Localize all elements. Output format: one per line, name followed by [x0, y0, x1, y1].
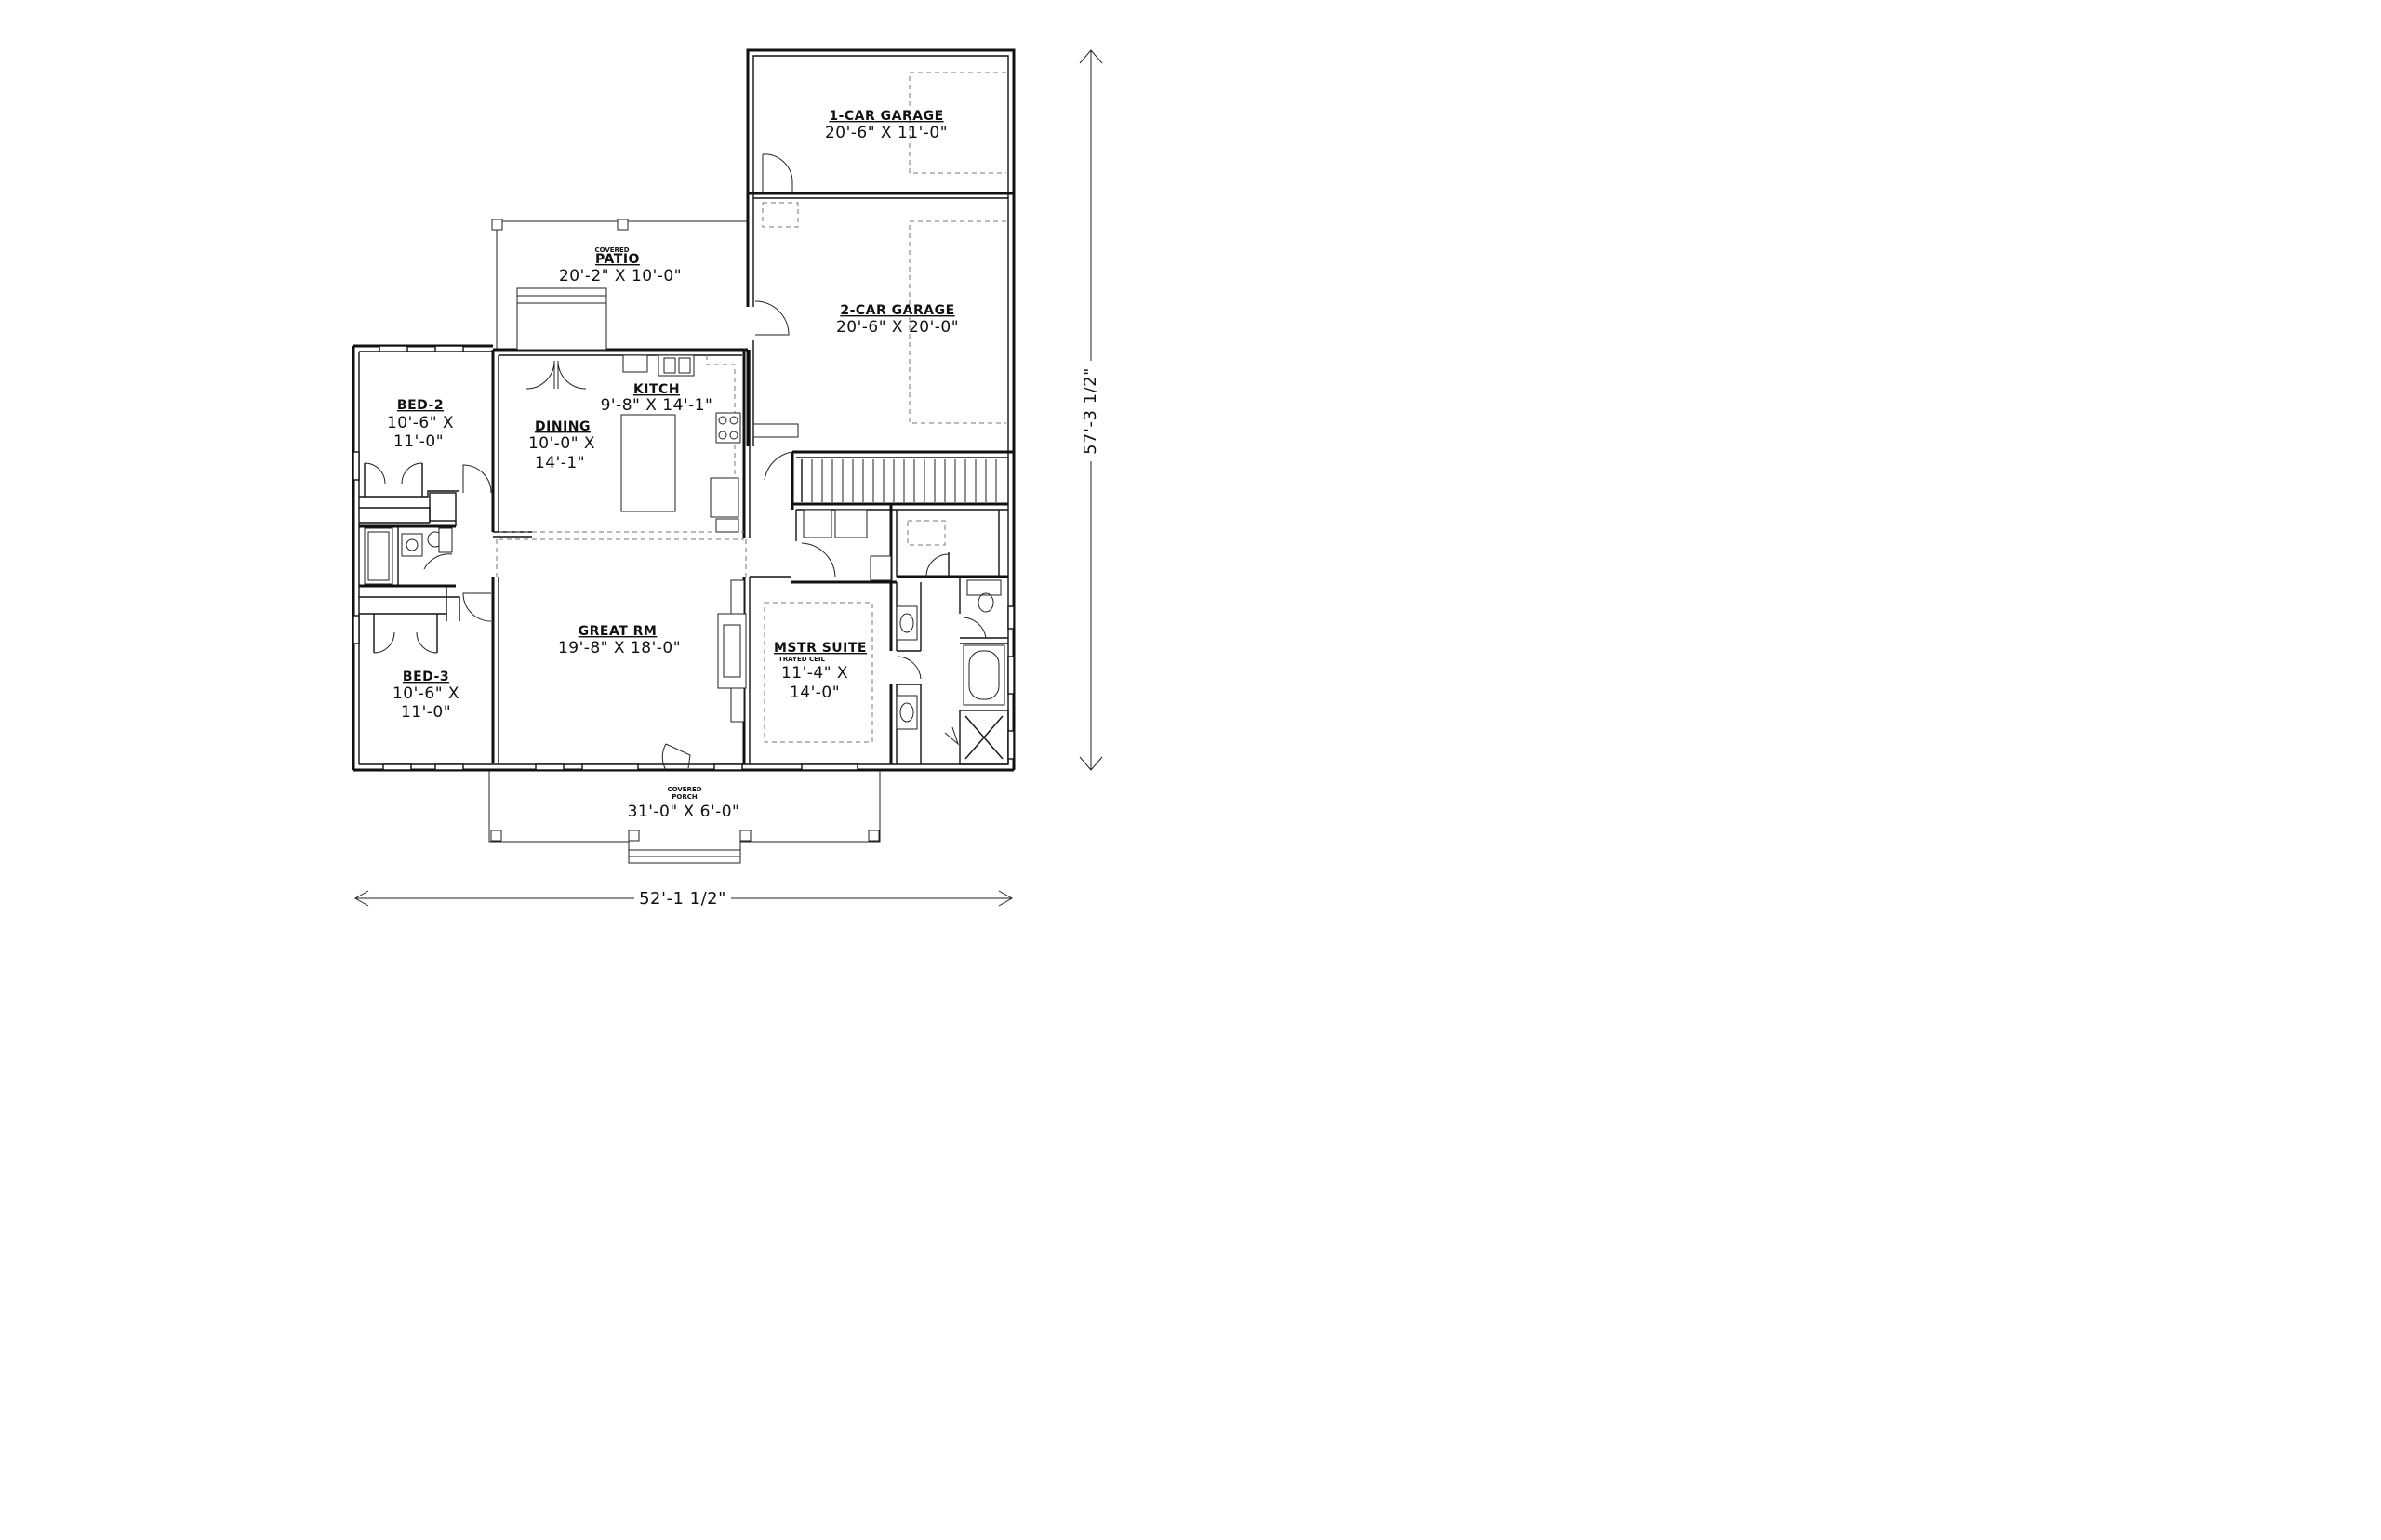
bed3-name: BED-3: [403, 670, 449, 684]
great-room-dims: 19'-8" X 18'-0": [558, 639, 681, 657]
dashed-lines: [496, 72, 1006, 743]
dining-dims-2: 14'-1": [535, 454, 585, 472]
bed2-name: BED-2: [397, 398, 444, 413]
overall-depth-dimension: 57'-3 1/2": [1079, 49, 1103, 771]
bed2-dims-1: 10'-6" X: [387, 414, 454, 432]
porch-caption-1: COVERED: [667, 786, 701, 793]
kitchen-name: KITCH: [633, 382, 680, 397]
room-labels: 1-CAR GARAGE 20'-6" X 11'-0" 2-CAR GARAG…: [387, 109, 959, 821]
patio-outline: [491, 219, 748, 351]
windows: [352, 345, 1015, 771]
dining-dims-1: 10'-0" X: [528, 434, 595, 453]
master-suite-dims-2: 14'-0": [790, 684, 840, 702]
master-suite-name: MSTR SUITE: [774, 641, 867, 656]
porch-dims: 31'-0" X 6'-0": [628, 803, 740, 821]
garage1-name: 1-CAR GARAGE: [829, 109, 943, 124]
staircase: [801, 459, 997, 502]
great-room-name: GREAT RM: [579, 624, 658, 639]
overall-width-dimension: 52'-1 1/2": [353, 885, 1014, 909]
floor-plan: 1-CAR GARAGE 20'-6" X 11'-0" 2-CAR GARAG…: [352, 48, 1103, 909]
fixtures: [364, 354, 1005, 730]
bed3-dims-2: 11'-0": [401, 703, 451, 722]
doors: [364, 153, 987, 771]
overall-depth-label: 57'-3 1/2": [1081, 367, 1100, 455]
kitchen-dims: 9'-8" X 14'-1": [601, 396, 713, 415]
master-suite-note: TRAYED CEIL: [778, 656, 826, 663]
porch-caption-2: PORCH: [672, 793, 698, 801]
patio-caption: COVERED: [594, 246, 629, 254]
master-suite-dims-1: 11'-4" X: [781, 664, 848, 683]
patio-name: PATIO: [595, 252, 640, 267]
patio-dims: 20'-2" X 10'-0": [559, 267, 682, 285]
bed2-dims-2: 11'-0": [393, 432, 444, 451]
garage2-name: 2-CAR GARAGE: [840, 303, 954, 318]
porch-outline: [488, 770, 881, 864]
bed3-dims-1: 10'-6" X: [392, 684, 459, 703]
garage2-dims: 20'-6" X 20'-0": [836, 318, 959, 337]
dining-name: DINING: [535, 419, 591, 434]
overall-width-label: 52'-1 1/2": [639, 889, 726, 909]
garage1-dims: 20'-6" X 11'-0": [825, 124, 948, 142]
